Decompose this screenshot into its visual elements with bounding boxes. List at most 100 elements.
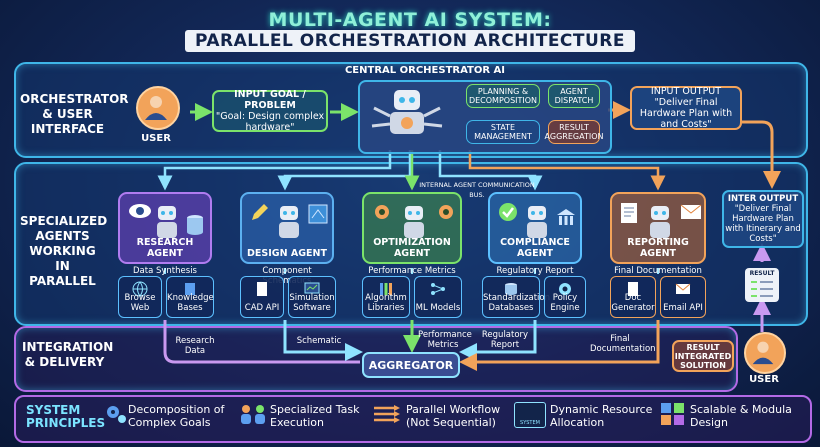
- tool-standardization-databases: Standardization Databases: [482, 276, 550, 318]
- bus-label: INTERNAL AGENT COMMUNICATION BUS.: [419, 181, 535, 199]
- agent-research: RESEARCH AGENT: [118, 192, 212, 264]
- monitor-icon: [304, 282, 320, 294]
- tool-browse-web: Browse Web: [118, 276, 162, 318]
- tool-standardization-databases-label: Standardization Databases: [483, 293, 550, 313]
- planning-box: PLANNING & DECOMPOSITION: [466, 84, 540, 108]
- robot-icon: [527, 206, 547, 238]
- flow-final-doc: [459, 320, 660, 371]
- tool-ml-models: ML Models: [414, 276, 462, 318]
- document-icon: [621, 203, 637, 223]
- flow-regulatory: [459, 320, 537, 361]
- tool-doc-generator-label: Doc Generator: [611, 293, 655, 313]
- blueprint-icon: [308, 204, 328, 224]
- inter-output-text: "Deliver Final Hardware Plan with Itiner…: [725, 204, 801, 244]
- row-label-integration: INTEGRATION & DELIVERY: [22, 340, 114, 369]
- flow-label-final-doc: Final Documentation: [590, 334, 656, 354]
- library-icon: [380, 283, 392, 295]
- tool-algorithm-libraries-label: Algorithm Libraries: [365, 293, 407, 313]
- input-output-title: INPUT OUTPUT: [650, 86, 722, 97]
- row-label-orchestrator: ORCHESTRATOR & USER INTERFACE: [20, 92, 129, 136]
- principle-scalable: Scalable & Modula Design: [690, 403, 792, 429]
- parallel-arrows-icon: [374, 405, 400, 423]
- gear-icon: [375, 205, 389, 219]
- user-top-avatar: [136, 86, 180, 130]
- team-icon: [241, 405, 265, 424]
- row-label-agents: SPECIALIZED AGENTS WORKING IN PARALLEL: [20, 214, 108, 288]
- tool-knowledge-bases-label: Knowledge Bases: [167, 293, 214, 313]
- principles-heading: SYSTEM PRINCIPLES: [26, 403, 106, 430]
- input-output-text: "Deliver Final Hardware Plan with and Co…: [639, 97, 733, 130]
- agent-optimization: OPTIMIZATION AGENT: [362, 192, 462, 264]
- tool-algorithm-libraries: Algorithm Libraries: [362, 276, 410, 318]
- user-icon: [752, 341, 774, 365]
- gear-icon: [559, 283, 571, 295]
- tool-simulation-software: Simulation Software: [288, 276, 336, 318]
- tool-ml-models-label: ML Models: [415, 303, 461, 313]
- robot-icon: [279, 206, 299, 238]
- pencil-icon: [252, 204, 268, 220]
- system-tag: SYSTEM: [520, 420, 540, 426]
- orchestrator-title: CENTRAL ORCHESTRATOR AI: [344, 65, 506, 76]
- tool-email-api-label: Email API: [663, 303, 703, 313]
- principle-decomposition: Decomposition of Complex Goals: [128, 403, 225, 429]
- tool-cad-api: CAD API: [240, 276, 284, 318]
- robot-icon: [650, 206, 670, 238]
- tool-email-api: Email API: [660, 276, 706, 318]
- agent-optimization-sub: Performance Metrics: [368, 266, 456, 276]
- flow-label-performance: Performance Metrics: [418, 330, 472, 350]
- envelope-icon: [680, 204, 702, 219]
- result-integrated-box: RESULT INTEGRATED SOLUTION: [672, 340, 734, 372]
- globe-icon: [132, 281, 148, 297]
- dispatch-box: AGENT DISPATCH: [548, 84, 600, 108]
- dispatch-compliance: [438, 150, 543, 191]
- checkmark-icon: [499, 203, 517, 221]
- document-icon: [628, 282, 638, 296]
- principle-parallel: Parallel Workflow (Not Sequential): [406, 403, 501, 429]
- robot-icon: [404, 206, 424, 238]
- book-icon: [185, 283, 195, 295]
- tool-policy-engine: Policy Engine: [544, 276, 586, 318]
- dispatch-design: [277, 150, 412, 191]
- inter-output-title: INTER OUTPUT: [727, 194, 799, 204]
- arrow-output-inter: [742, 120, 781, 189]
- tool-cad-api-label: CAD API: [244, 303, 280, 313]
- user-top-label: USER: [141, 133, 171, 144]
- dispatch-reporting: [468, 150, 666, 191]
- user-bottom-avatar: [744, 332, 786, 374]
- robot-icon: [157, 206, 177, 238]
- user-bottom-label: USER: [749, 374, 779, 385]
- tool-knowledge-bases: Knowledge Bases: [166, 276, 214, 318]
- gear-icon: [439, 205, 453, 219]
- inter-output-box: INTER OUTPUT "Deliver Final Hardware Pla…: [722, 190, 804, 248]
- agent-design: DESIGN AGENT: [240, 192, 334, 264]
- principle-specialized: Specialized Task Execution: [270, 403, 360, 429]
- input-goal-text: "Goal: Design complex hardware": [215, 111, 325, 133]
- flow-schematic: [283, 320, 363, 361]
- tool-doc-generator: Doc Generator: [610, 276, 656, 318]
- building-icon: [557, 209, 575, 225]
- checklist-icon: [751, 281, 773, 297]
- agent-compliance-sub: Regulatory Report: [496, 266, 574, 276]
- flow-research: [163, 320, 360, 364]
- agent-research-title: RESEARCH AGENT: [136, 237, 194, 259]
- eye-icon: [129, 204, 151, 218]
- tool-policy-engine-label: Policy Engine: [550, 293, 580, 313]
- tool-simulation-software-label: Simulation Software: [289, 293, 335, 313]
- aggregation-box: RESULT AGGREGATION: [545, 120, 603, 144]
- state-box: STATE MANAGEMENT: [466, 120, 540, 144]
- flow-label-regulatory: Regulatory Report: [481, 330, 529, 350]
- title-line2-text: PARALLEL ORCHESTRATION ARCHITECTURE: [184, 30, 636, 52]
- agent-compliance: COMPLIANCE AGENT: [488, 192, 582, 264]
- principle-dynamic: Dynamic Resource Allocation: [550, 403, 653, 429]
- document-icon: [257, 282, 267, 296]
- agent-design-title: DESIGN AGENT: [247, 248, 327, 259]
- flow-label-schematic: Schematic: [296, 336, 342, 346]
- input-output-box: INPUT OUTPUT "Deliver Final Hardware Pla…: [630, 86, 742, 130]
- input-goal-box: INPUT GOAL / PROBLEM "Goal: Design compl…: [212, 89, 328, 133]
- title-line2: PARALLEL ORCHESTRATION ARCHITECTURE: [0, 30, 820, 52]
- input-goal-title: INPUT GOAL / PROBLEM: [234, 89, 306, 111]
- robot-icon: [371, 90, 443, 134]
- agent-reporting: REPORTING AGENT: [610, 192, 706, 264]
